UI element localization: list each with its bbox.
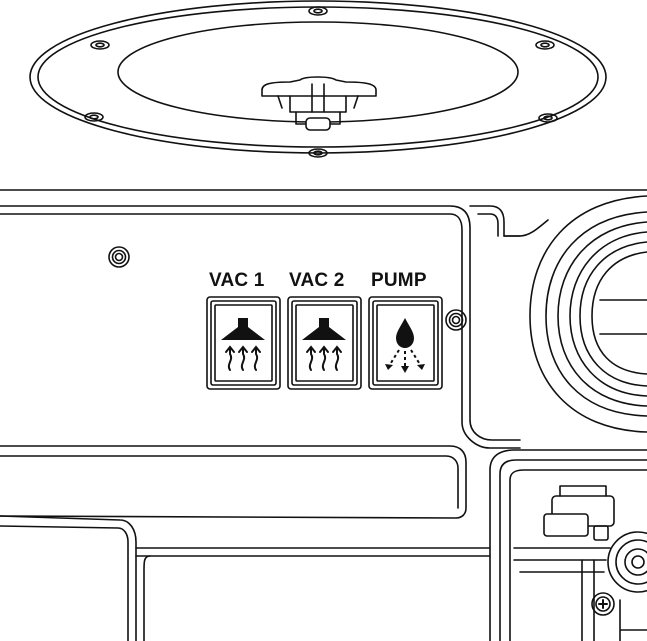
rim-screw [538,113,558,123]
hatch-cover [29,0,607,158]
rim-screw [308,6,328,16]
circular-port [529,195,647,433]
rim-screw [308,148,328,158]
rim-screws [84,6,558,158]
pump-switch[interactable] [368,296,443,390]
vacuum-icon [221,318,265,371]
vac1-switch[interactable] [206,296,281,390]
panel-screw-left [108,246,130,268]
rim-screw [90,40,110,50]
vac1-label: VAC 1 [209,270,265,291]
water-drop-pump-icon [385,318,425,373]
lower-tray [0,445,491,641]
hose-fitting [489,449,647,641]
hatch-inner-plate [117,21,519,123]
vac2-switch[interactable] [287,296,362,390]
rim-screw [535,40,555,50]
pump-label: PUMP [371,270,427,291]
hatch-outer-rim [29,0,607,154]
hatch-handle [261,76,377,131]
panel-outline [0,189,647,449]
vac2-label: VAC 2 [289,270,345,291]
vacuum-icon [302,318,346,371]
panel-screw-right [445,309,467,331]
rim-screw [84,112,104,122]
